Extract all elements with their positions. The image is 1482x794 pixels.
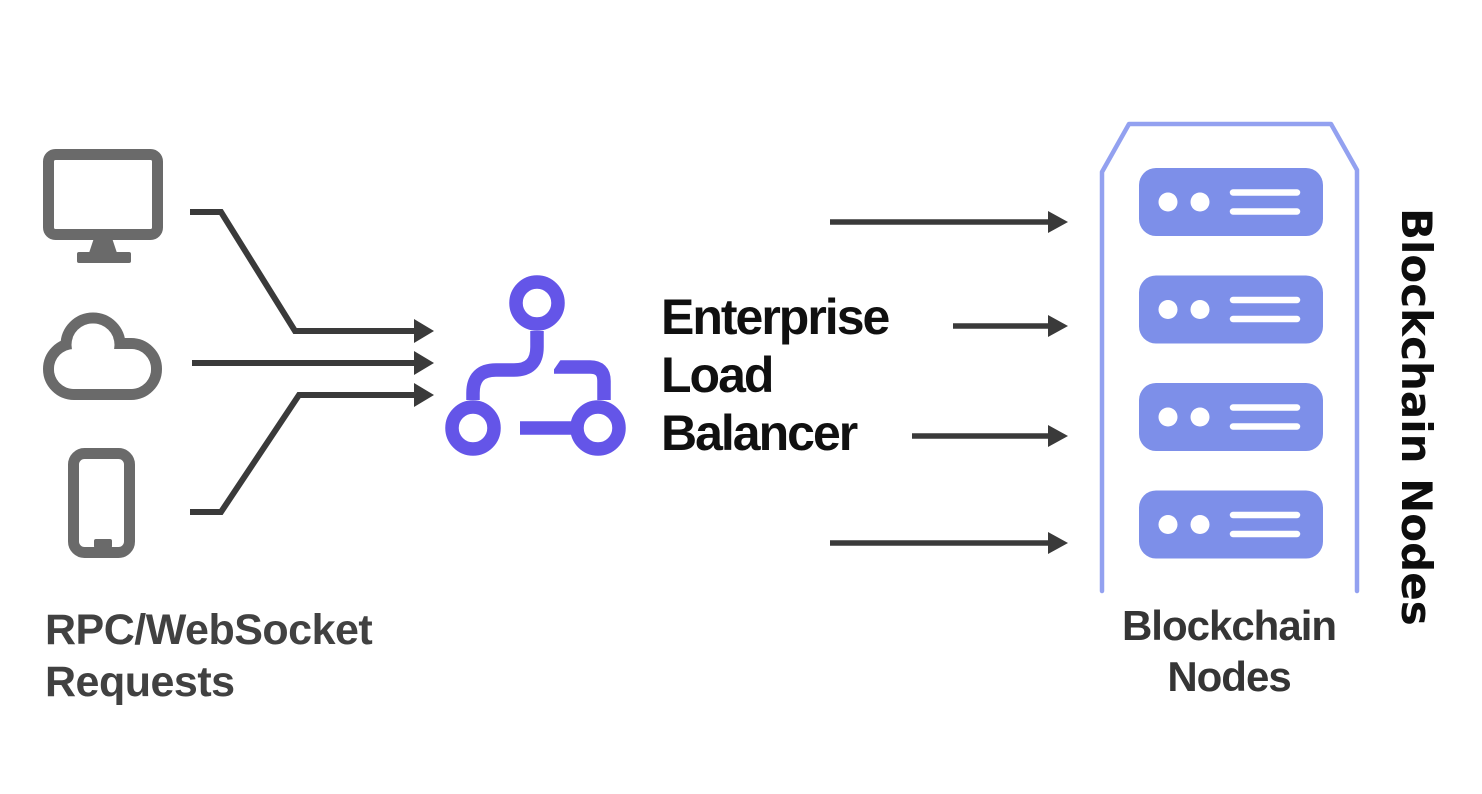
node-led	[1190, 192, 1210, 212]
arrow-from-desktop	[190, 209, 415, 334]
server-node-body	[1139, 168, 1323, 236]
server-node-body	[1139, 383, 1323, 451]
arrowhead	[414, 383, 434, 407]
desktop-monitor-icon	[43, 149, 163, 263]
arrowhead	[414, 319, 434, 343]
server-node	[1139, 168, 1323, 236]
server-node	[1139, 275, 1323, 344]
arrowhead	[414, 351, 434, 375]
arrowhead	[1048, 425, 1068, 447]
node-led	[1190, 300, 1210, 319]
server-node-body	[1139, 275, 1323, 344]
balancer-link-top-right	[554, 360, 611, 400]
monitor-stand-neck	[89, 238, 117, 253]
nodes-caption: Blockchain Nodes	[1121, 602, 1337, 700]
phone-body	[68, 448, 135, 558]
nodes-rack-outline	[1099, 121, 1360, 594]
node-led	[1190, 515, 1210, 534]
nodes-side-label: Blockchain Nodes	[1392, 208, 1441, 626]
cloud-icon	[43, 312, 162, 400]
requests-caption: RPC/WebSocket Requests	[45, 606, 373, 706]
node-led	[1190, 407, 1210, 427]
arrowhead	[1048, 211, 1068, 233]
node-led	[1158, 192, 1178, 212]
load-balancer-network-icon	[445, 275, 626, 456]
server-node	[1139, 383, 1323, 451]
balancer-title: Enterprise Load Balancer	[661, 289, 890, 461]
balanced-arrows	[830, 211, 1068, 554]
server-node-stack	[1139, 168, 1323, 559]
arrow-from-phone	[190, 392, 415, 515]
phone-home-button	[94, 539, 112, 548]
arrowhead	[1048, 532, 1068, 554]
arrowhead	[1048, 315, 1068, 337]
balancer-node-top	[509, 275, 565, 331]
node-led	[1158, 515, 1178, 534]
balancer-link-top-left	[466, 331, 544, 400]
node-led	[1158, 407, 1178, 427]
balancer-node-left	[445, 400, 501, 456]
server-node	[1139, 490, 1323, 559]
monitor-stand-base	[77, 252, 131, 263]
request-arrows	[190, 209, 434, 515]
server-node-body	[1139, 490, 1323, 559]
balancer-node-right	[570, 400, 626, 456]
cloud-fill-cover	[54, 349, 151, 389]
balancer-link-slant-cut	[548, 355, 564, 378]
monitor-screen	[43, 149, 163, 240]
node-led	[1158, 300, 1178, 319]
smartphone-icon	[68, 448, 135, 558]
